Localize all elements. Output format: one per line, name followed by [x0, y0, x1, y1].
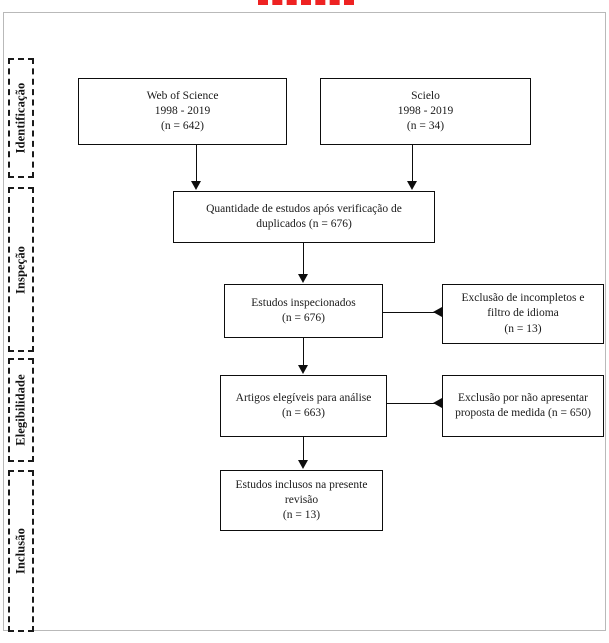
stage-elegibilidade: Elegibilidade	[8, 358, 34, 462]
box-inspected-line1: Estudos inspecionados	[251, 296, 356, 309]
page-frame	[3, 12, 606, 631]
stage-label-inspecao: Inspeção	[13, 245, 28, 294]
red-dashed-rule	[258, 0, 354, 5]
box-excluded-no-measure-line1: Exclusão por não apresentar	[458, 391, 588, 404]
box-eligible-line1: Artigos elegíveis para análise	[235, 391, 372, 404]
connector-inspected-to-eligible	[303, 338, 304, 366]
box-inspected-line2: (n = 676)	[282, 312, 325, 324]
box-source-scielo-line2: 1998 - 2019	[397, 104, 454, 117]
box-source-wos-line2: 1998 - 2019	[154, 104, 211, 117]
box-source-scielo: Scielo 1998 - 2019 (n = 34)	[320, 78, 531, 145]
box-duplicates-line1: Quantidade de estudos após verificação d…	[206, 202, 402, 215]
box-excluded-incomplete: Exclusão de incompletos e filtro de idio…	[442, 284, 604, 344]
box-source-wos-line1: Web of Science	[146, 89, 219, 102]
box-excluded-no-measure-line2: proposta de medida (n = 650)	[455, 407, 591, 419]
box-duplicates-line2: duplicados (n = 676)	[256, 218, 352, 230]
arrowhead-eligible-to-exclusion	[433, 398, 442, 408]
box-excluded-incomplete-line2: filtro de idioma	[487, 307, 559, 320]
stage-label-elegibilidade: Elegibilidade	[13, 374, 28, 446]
box-duplicates: Quantidade de estudos após verificação d…	[173, 191, 435, 243]
arrowhead-scielo-to-duplicates	[407, 181, 417, 190]
box-excluded-incomplete-line3: (n = 13)	[504, 322, 542, 335]
stage-label-inclusao: Inclusão	[13, 528, 28, 574]
connector-inspected-to-exclusion	[383, 312, 435, 313]
arrowhead-wos-to-duplicates	[191, 181, 201, 190]
arrowhead-duplicates-to-inspected	[298, 274, 308, 283]
box-inspected: Estudos inspecionados (n = 676)	[224, 284, 383, 338]
box-included-line3: (n = 13)	[282, 509, 321, 522]
box-source-wos-line3: (n = 642)	[161, 120, 204, 133]
connector-eligible-to-included	[303, 437, 304, 461]
stage-identificacao: Identificação	[8, 58, 34, 178]
box-included: Estudos inclusos na presente revisão (n …	[220, 470, 383, 531]
connector-wos-to-duplicates	[196, 145, 197, 182]
box-source-web-of-science: Web of Science 1998 - 2019 (n = 642)	[78, 78, 287, 145]
box-eligible-line2: (n = 663)	[282, 407, 325, 419]
stage-label-identificacao: Identificação	[13, 82, 28, 154]
arrowhead-inspected-to-exclusion	[433, 307, 442, 317]
arrowhead-eligible-to-included	[298, 460, 308, 469]
arrowhead-inspected-to-eligible	[298, 365, 308, 374]
connector-eligible-to-exclusion	[387, 403, 435, 404]
connector-scielo-to-duplicates	[412, 145, 413, 182]
box-excluded-no-measure: Exclusão por não apresentar proposta de …	[442, 375, 604, 437]
box-source-scielo-line1: Scielo	[411, 89, 440, 102]
box-included-line2: revisão	[284, 493, 319, 506]
box-excluded-incomplete-line1: Exclusão de incompletos e	[461, 292, 585, 305]
stage-inclusao: Inclusão	[8, 470, 34, 632]
stage-inspecao: Inspeção	[8, 187, 34, 352]
box-included-line1: Estudos inclusos na presente	[235, 478, 368, 491]
connector-duplicates-to-inspected	[303, 243, 304, 275]
box-source-scielo-line3: (n = 34)	[406, 120, 445, 133]
box-eligible: Artigos elegíveis para análise (n = 663)	[220, 375, 387, 437]
